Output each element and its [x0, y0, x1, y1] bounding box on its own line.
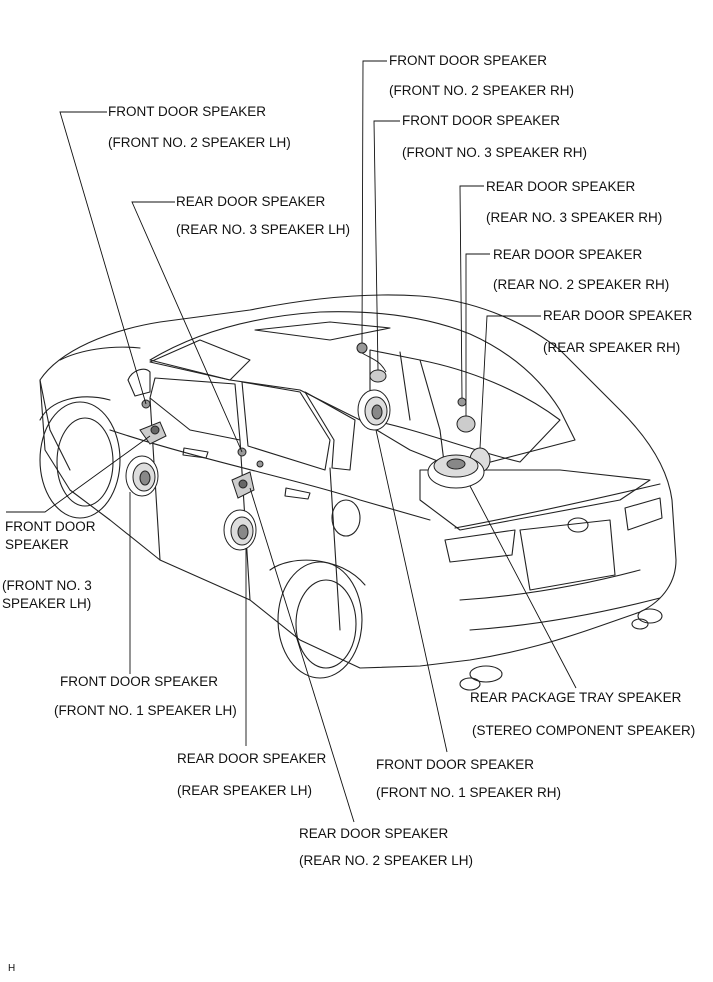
car-illustration — [39, 294, 677, 691]
left-taillight — [444, 529, 516, 563]
label-rear-no2-lh-subtitle: (REAR NO. 2 SPEAKER LH) — [299, 853, 474, 868]
leader-rear-no3-lh — [131, 201, 243, 453]
quarter-window — [304, 391, 356, 471]
leader-front-no2-rh — [361, 60, 387, 344]
leader-lines — [6, 60, 577, 823]
sunroof — [254, 321, 391, 341]
emblem — [567, 517, 589, 533]
right-taillight — [624, 497, 663, 531]
leader-front-no3-rh — [373, 120, 400, 371]
label-front-no1-rh-title: FRONT DOOR SPEAKER — [376, 757, 535, 772]
label-rear-lh-subtitle: (REAR SPEAKER LH) — [177, 783, 313, 798]
label-rear-no3-rh-subtitle: (REAR NO. 3 SPEAKER RH) — [486, 210, 663, 225]
rear-spoiler — [454, 483, 661, 529]
label-front-no2-lh-subtitle: (FRONT NO. 2 SPEAKER LH) — [108, 135, 291, 150]
leader-package-tray — [469, 485, 577, 689]
rear-door-handle — [284, 487, 311, 500]
leader-front-no1-rh — [375, 429, 448, 753]
label-rear-no2-lh-title: REAR DOOR SPEAKER — [299, 826, 449, 841]
label-front-no3-lh-title-line2: SPEAKER — [5, 537, 69, 552]
exhaust-right — [637, 608, 663, 624]
front-wheel — [39, 401, 121, 519]
label-rear-no3-lh-subtitle: (REAR NO. 3 SPEAKER LH) — [176, 222, 351, 237]
speakers — [125, 342, 491, 551]
label-front-no3-rh-title: FRONT DOOR SPEAKER — [402, 113, 561, 128]
label-front-no3-rh-subtitle: (FRONT NO. 3 SPEAKER RH) — [402, 145, 588, 160]
license-plate-area — [519, 519, 616, 591]
leader-rear-rh — [479, 315, 541, 449]
label-rear-no2-rh-title: REAR DOOR SPEAKER — [493, 247, 643, 262]
leader-rear-no3-rh — [459, 185, 484, 399]
car-body-outline — [39, 294, 677, 669]
speaker-rear-no2-lh — [231, 471, 255, 499]
label-package-tray-title: REAR PACKAGE TRAY SPEAKER — [470, 690, 682, 705]
side-mirror — [127, 368, 151, 397]
label-front-no1-lh-subtitle: (FRONT NO. 1 SPEAKER LH) — [54, 703, 237, 718]
rear-window — [369, 349, 561, 463]
label-front-no1-lh-title: FRONT DOOR SPEAKER — [60, 674, 219, 689]
label-rear-no2-rh-subtitle: (REAR NO. 2 SPEAKER RH) — [493, 277, 670, 292]
label-rear-rh-subtitle: (REAR SPEAKER RH) — [543, 340, 681, 355]
speaker-front-no3-rh — [369, 369, 387, 383]
roof-outline — [149, 311, 576, 471]
label-front-no2-rh-title: FRONT DOOR SPEAKER — [389, 53, 548, 68]
exhaust-left — [469, 665, 503, 683]
leader-front-no2-lh — [59, 111, 147, 405]
speaker-rear-no3-rh — [457, 397, 467, 407]
label-front-no3-lh-subtitle-line2: SPEAKER LH) — [2, 596, 92, 611]
leader-rear-no2-lh — [249, 487, 355, 823]
label-package-tray-subtitle: (STEREO COMPONENT SPEAKER) — [472, 723, 696, 738]
windshield — [149, 339, 251, 381]
label-rear-rh-title: REAR DOOR SPEAKER — [543, 308, 693, 323]
rear-wheel — [277, 561, 363, 679]
figure-id: H — [8, 963, 16, 974]
front-door-window — [149, 377, 241, 441]
speaker-rear-no2-rh — [456, 415, 476, 433]
rear-door-seam — [329, 467, 341, 631]
leader-rear-no2-rh — [465, 253, 490, 416]
label-front-no3-lh-subtitle-line1: (FRONT NO. 3 — [2, 578, 92, 593]
speaker-front-no1-lh — [125, 455, 159, 497]
rear-door-window — [241, 381, 331, 471]
speaker-rear-lh — [223, 509, 257, 551]
speaker-front-no1-rh — [357, 389, 391, 431]
label-front-no2-rh-subtitle: (FRONT NO. 2 SPEAKER RH) — [389, 83, 575, 98]
label-rear-no3-rh-title: REAR DOOR SPEAKER — [486, 179, 636, 194]
label-front-no2-lh-title: FRONT DOOR SPEAKER — [108, 104, 267, 119]
front-door-handle — [182, 447, 209, 459]
label-rear-lh-title: REAR DOOR SPEAKER — [177, 751, 327, 766]
speaker-front-no2-rh — [356, 342, 387, 373]
fuel-door — [331, 499, 361, 537]
label-front-no1-rh-subtitle: (FRONT NO. 1 SPEAKER RH) — [376, 785, 562, 800]
leader-front-no3-lh — [6, 435, 151, 513]
label-rear-no3-lh-title: REAR DOOR SPEAKER — [176, 194, 326, 209]
trunk-lid — [419, 469, 651, 531]
label-front-no3-lh-title-line1: FRONT DOOR — [5, 519, 96, 534]
speaker-package-tray — [427, 454, 485, 489]
